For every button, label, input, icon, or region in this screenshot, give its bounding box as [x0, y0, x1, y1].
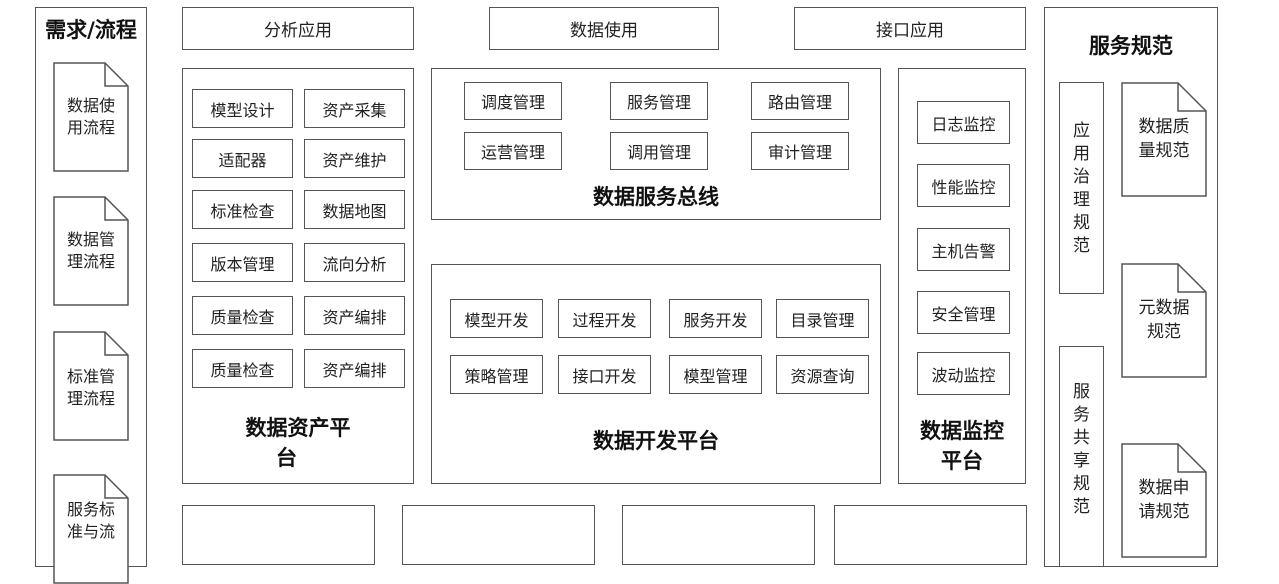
- asset-platform-title-line2: 台: [276, 446, 297, 470]
- monitor-item: 日志监控: [917, 101, 1010, 144]
- bus-item: 运营管理: [464, 132, 562, 170]
- doc-metadata-spec: 元数据 规范: [1121, 263, 1207, 378]
- doc-line1: 数据使: [66, 96, 115, 115]
- monitor-platform-title-line1: 数据监控: [920, 419, 1004, 443]
- asset-item: 标准检查: [192, 190, 293, 229]
- asset-item: 适配器: [192, 139, 293, 178]
- doc-line2: 规范: [1147, 322, 1181, 342]
- doc-line1: 数据管: [66, 230, 115, 249]
- service-spec-title: 服务规范: [1089, 34, 1173, 58]
- doc-line2: 量规范: [1138, 141, 1190, 161]
- doc-line1: 数据申: [1138, 478, 1190, 498]
- doc-line2: 理流程: [66, 389, 115, 408]
- dev-item: 接口开发: [558, 355, 651, 394]
- dev-item: 资源查询: [776, 355, 869, 394]
- dev-item: 模型管理: [669, 355, 762, 394]
- asset-item: 质量检查: [192, 296, 293, 335]
- service-sharing-spec: 服务共享规范: [1059, 346, 1104, 567]
- monitor-platform-title-line2: 平台: [941, 449, 983, 473]
- app-governance-spec-label: 应用治理规范: [1073, 121, 1090, 256]
- monitor-item: 性能监控: [917, 164, 1010, 207]
- asset-item: 版本管理: [192, 243, 293, 282]
- requirements-process-title: 需求/流程: [45, 18, 137, 42]
- bus-item: 审计管理: [751, 132, 849, 170]
- dev-item: 策略管理: [450, 355, 543, 394]
- asset-item: 模型设计: [192, 89, 293, 128]
- asset-item: 资产维护: [304, 139, 405, 178]
- doc-line1: 元数据: [1138, 298, 1190, 318]
- doc-data-usage-process: 数据使 用流程: [53, 62, 129, 172]
- dev-item: 服务开发: [669, 299, 762, 338]
- asset-item: 资产采集: [304, 89, 405, 128]
- document-icon: [1121, 263, 1207, 378]
- dev-item: 模型开发: [450, 299, 543, 338]
- bottom-box-2: [402, 505, 595, 565]
- bottom-box-1: [182, 505, 375, 565]
- monitor-item: 安全管理: [917, 291, 1010, 334]
- app-data-usage: 数据使用: [489, 7, 719, 50]
- doc-line2: 准与流: [66, 522, 115, 541]
- bus-item: 调用管理: [610, 132, 708, 170]
- bus-item: 调度管理: [464, 82, 562, 120]
- dev-item: 过程开发: [558, 299, 651, 338]
- document-icon: [53, 62, 129, 172]
- asset-item: 资产编排: [304, 296, 405, 335]
- doc-line2: 请规范: [1138, 502, 1190, 522]
- doc-line2: 用流程: [66, 118, 115, 137]
- app-analysis: 分析应用: [182, 7, 414, 50]
- bottom-box-4: [834, 505, 1027, 565]
- dev-item: 目录管理: [776, 299, 869, 338]
- bus-item: 服务管理: [610, 82, 708, 120]
- document-icon: [1121, 82, 1207, 197]
- monitor-item: 主机告警: [917, 228, 1010, 271]
- doc-standard-management-process: 标准管 理流程: [53, 331, 129, 441]
- asset-item: 质量检查: [192, 349, 293, 388]
- doc-data-management-process: 数据管 理流程: [53, 196, 129, 306]
- asset-item: 数据地图: [304, 190, 405, 229]
- doc-service-standard-process: 服务标 准与流: [53, 474, 129, 584]
- document-icon: [53, 331, 129, 441]
- doc-data-quality-spec: 数据质 量规范: [1121, 82, 1207, 197]
- doc-line1: 服务标: [66, 500, 115, 519]
- bus-item: 路由管理: [751, 82, 849, 120]
- app-interface: 接口应用: [794, 7, 1026, 50]
- service-bus-title: 数据服务总线: [593, 185, 719, 209]
- doc-line1: 标准管: [66, 367, 115, 386]
- asset-item: 资产编排: [304, 349, 405, 388]
- doc-line1: 数据质: [1138, 117, 1190, 137]
- bottom-box-3: [622, 505, 815, 565]
- monitor-item: 波动监控: [917, 352, 1010, 395]
- service-sharing-spec-label: 服务共享规范: [1073, 382, 1090, 517]
- doc-data-request-spec: 数据申 请规范: [1121, 443, 1207, 558]
- doc-line2: 理流程: [66, 252, 115, 271]
- document-icon: [53, 196, 129, 306]
- asset-platform-title-line1: 数据资产平: [245, 416, 351, 440]
- asset-item: 流向分析: [304, 243, 405, 282]
- dev-platform-title: 数据开发平台: [593, 429, 719, 453]
- document-icon: [1121, 443, 1207, 558]
- app-governance-spec: 应用治理规范: [1059, 82, 1104, 294]
